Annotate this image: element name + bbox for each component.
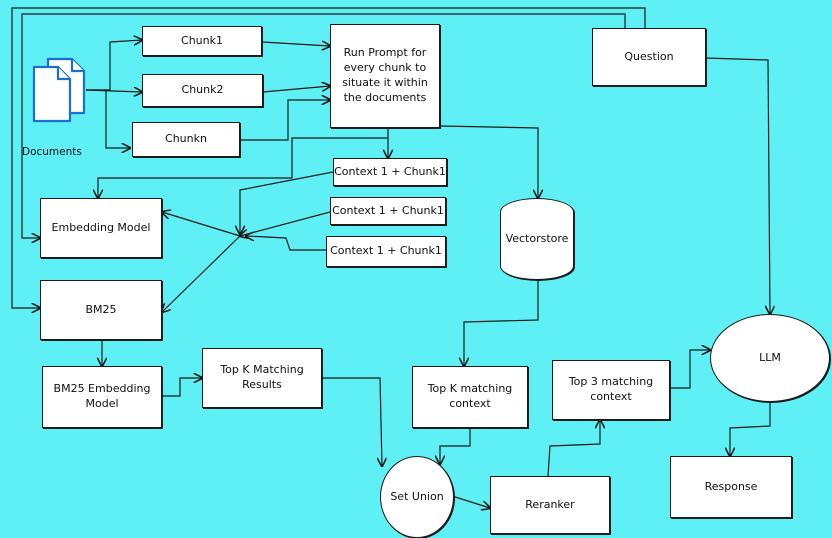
context-node-2: Context 1 + Chunk1	[330, 197, 446, 225]
embedding-model-node: Embedding Model	[40, 198, 162, 258]
documents-label: Documents	[22, 146, 82, 158]
run-prompt-node: Run Prompt for every chunk to situate it…	[330, 24, 440, 128]
bm25-embedding-node: BM25 Embedding Model	[42, 366, 162, 428]
chunk1-node: Chunk1	[142, 26, 262, 56]
context-node-3: Context 1 + Chunk1	[326, 236, 446, 267]
reranker-node: Reranker	[490, 476, 610, 534]
context-node-1: Context 1 + Chunk1	[333, 158, 447, 186]
question-node: Question	[592, 28, 706, 86]
bm25-node: BM25	[40, 280, 162, 340]
topk-results-node: Top K Matching Results	[202, 348, 322, 408]
vectorstore-node: Vectorstore	[500, 198, 574, 280]
chunkn-node: Chunkn	[132, 122, 240, 157]
documents-icon	[32, 57, 86, 123]
response-node: Response	[670, 456, 792, 518]
chunk2-node: Chunk2	[142, 74, 263, 107]
top3-context-node: Top 3 matching context	[552, 360, 670, 420]
llm-node: LLM	[710, 314, 830, 402]
set-union-node: Set Union	[380, 456, 454, 538]
topk-context-node: Top K matching context	[412, 366, 528, 428]
